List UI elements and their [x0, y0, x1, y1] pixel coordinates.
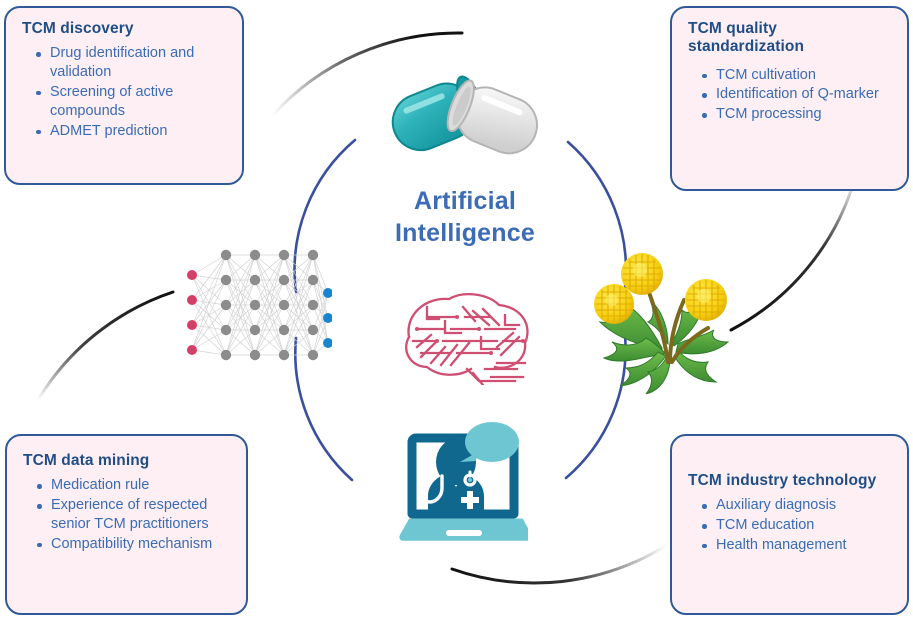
info-box-tcm-quality-standardization[interactable]: TCM quality standardization TCM cultivat… [670, 6, 909, 191]
capsule-pill-icon [391, 75, 538, 155]
list-item: Health management [702, 536, 895, 555]
neural-network-icon [187, 249, 332, 361]
circuit-nodes [415, 315, 525, 355]
speech-bubble-icon [460, 422, 519, 462]
outer-arrow-arcs [36, 31, 857, 585]
list-item: Experience of respected senior TCM pract… [37, 496, 234, 534]
list-item: TCM education [702, 516, 895, 535]
list-item: TCM cultivation [702, 66, 895, 85]
list-item: Medication rule [37, 476, 234, 495]
dandelion-flowers [594, 253, 727, 324]
capsule-white-half [446, 79, 538, 155]
info-box-list: Auxiliary diagnosis TCM education Health… [686, 496, 895, 555]
info-box-tcm-data-mining[interactable]: TCM data mining Medication rule Experien… [5, 434, 248, 615]
info-box-title: TCM quality standardization [688, 20, 805, 56]
laptop-base [399, 518, 528, 541]
circuit-brain-icon [405, 293, 529, 385]
info-box-list: Drug identification and validation Scree… [20, 44, 230, 140]
info-box-list: TCM cultivation Identification of Q-mark… [686, 66, 895, 125]
list-item: Drug identification and validation [36, 44, 230, 82]
list-item: ADMET prediction [36, 122, 230, 141]
network-hidden-nodes [220, 249, 319, 361]
list-item: Screening of active compounds [36, 83, 230, 121]
title-line-2: Intelligence [395, 218, 535, 247]
list-item: Compatibility mechanism [37, 535, 234, 554]
info-box-title: TCM industry technology [688, 472, 877, 489]
list-item: Identification of Q-marker [702, 85, 895, 104]
network-output-nodes [323, 288, 332, 348]
dandelion-plant-icon [594, 253, 730, 394]
laptop-trackpad [446, 530, 482, 536]
doctor-avatar [419, 439, 484, 514]
telemedicine-icon [399, 422, 528, 541]
info-box-title: TCM data mining [23, 452, 150, 469]
title-line-1: Artificial [413, 187, 517, 215]
list-item: Auxiliary diagnosis [702, 496, 895, 515]
info-box-tcm-discovery[interactable]: TCM discovery Drug identification and va… [4, 6, 244, 185]
network-input-nodes [187, 270, 197, 355]
info-box-tcm-industry-technology[interactable]: TCM industry technology Auxiliary diagno… [670, 434, 909, 615]
page-title: Artificial Intelligence [356, 186, 574, 250]
info-box-list: Medication rule Experience of respected … [21, 476, 234, 553]
info-box-title: TCM discovery [22, 20, 134, 37]
list-item: TCM processing [702, 105, 895, 124]
